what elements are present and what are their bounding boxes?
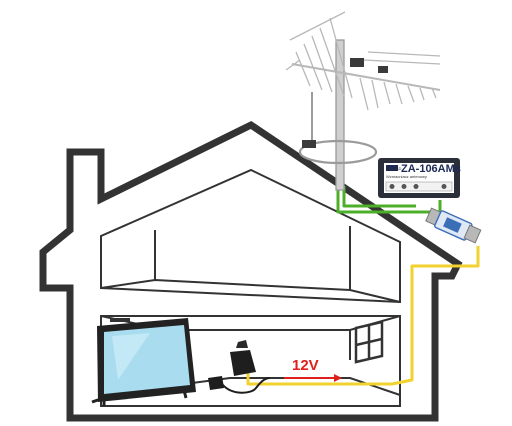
voltage-arrow-head [334,374,342,382]
amplifier-port-2 [401,184,407,189]
house-silhouette [39,120,463,422]
inserter-connector-right [463,224,482,244]
ring-connector [302,140,316,148]
adapter-cable [221,377,271,394]
green-cable-2 [342,186,416,208]
antenna-balun [350,58,364,67]
adapter-plug [236,340,248,348]
tv-top-accessory [110,318,130,322]
amplifier-model: ZA-106AMs [401,163,461,175]
amplifier-brand-badge [386,165,398,171]
adapter-connector [208,376,224,390]
fm-ring-antenna [298,139,378,165]
amplifier-port-out [441,184,447,189]
window-cross [355,325,383,359]
antenna-boom [291,63,441,91]
amplifier-brand: ALCAD [388,166,401,171]
amplifier-port-1 [389,184,395,189]
house-outline [39,120,463,422]
antenna-dipole-top [285,11,346,71]
tv-screen-glare [112,333,150,380]
antenna-elements-left [295,17,353,99]
voltage-label: 12V [292,357,319,374]
attic-room [100,168,401,304]
antenna-feed-cable [336,186,442,214]
amplifier-port-strip [385,181,453,192]
tv-stand [91,388,188,406]
inserter-label [443,217,462,233]
amplifier-fine-print: Wzmacniacz antenowy [386,174,427,179]
antenna-upper-rods [363,51,441,65]
attic-walls [100,168,401,304]
antenna-mast [335,39,345,191]
tv-antenna [285,11,441,191]
amplifier-port-3 [413,184,419,189]
attic-floor [100,278,401,303]
television [91,318,196,406]
window [354,320,384,364]
green-cable-1 [336,186,442,214]
coax-cable [246,246,480,386]
power-inserter [425,207,482,244]
antenna-elements-right [359,77,437,111]
antenna-balun-2 [378,66,388,73]
power-adapter [208,340,271,394]
voltage-indicator: 12V [284,357,342,382]
amplifier-unit: ALCAD ZA-106AMs Wzmacniacz antenowy [378,158,461,198]
coax-cable-path [246,246,480,386]
room-corner-lines [164,330,351,360]
adapter-body [230,350,256,376]
